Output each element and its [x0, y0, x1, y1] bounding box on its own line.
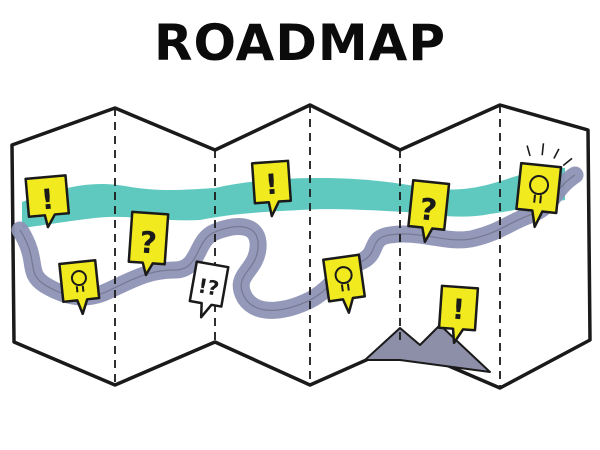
marker-glyph: ? — [138, 225, 158, 261]
marker-glyph: !? — [196, 273, 221, 300]
marker-glyph: ! — [264, 168, 279, 202]
lightbulb-icon — [515, 143, 573, 229]
exclamation-question-icon: !? — [188, 260, 230, 319]
exclamation-icon: ! — [250, 159, 293, 218]
exclamation-icon: ! — [24, 174, 71, 229]
markers: ! ? !? ! — [24, 143, 573, 345]
question-icon: ? — [127, 210, 170, 277]
page-title: ROADMAP — [154, 14, 446, 72]
winding-road — [11, 166, 584, 319]
fold-lines — [114, 105, 501, 388]
lightbulb-icon — [58, 259, 101, 316]
exclamation-icon: ! — [437, 284, 480, 345]
marker-glyph: ? — [418, 192, 439, 229]
marker-glyph: ! — [451, 293, 466, 327]
map-paper — [10, 103, 592, 390]
marker-glyph: ! — [40, 183, 56, 217]
question-icon: ? — [407, 179, 451, 244]
lightbulb-icon — [322, 253, 367, 314]
